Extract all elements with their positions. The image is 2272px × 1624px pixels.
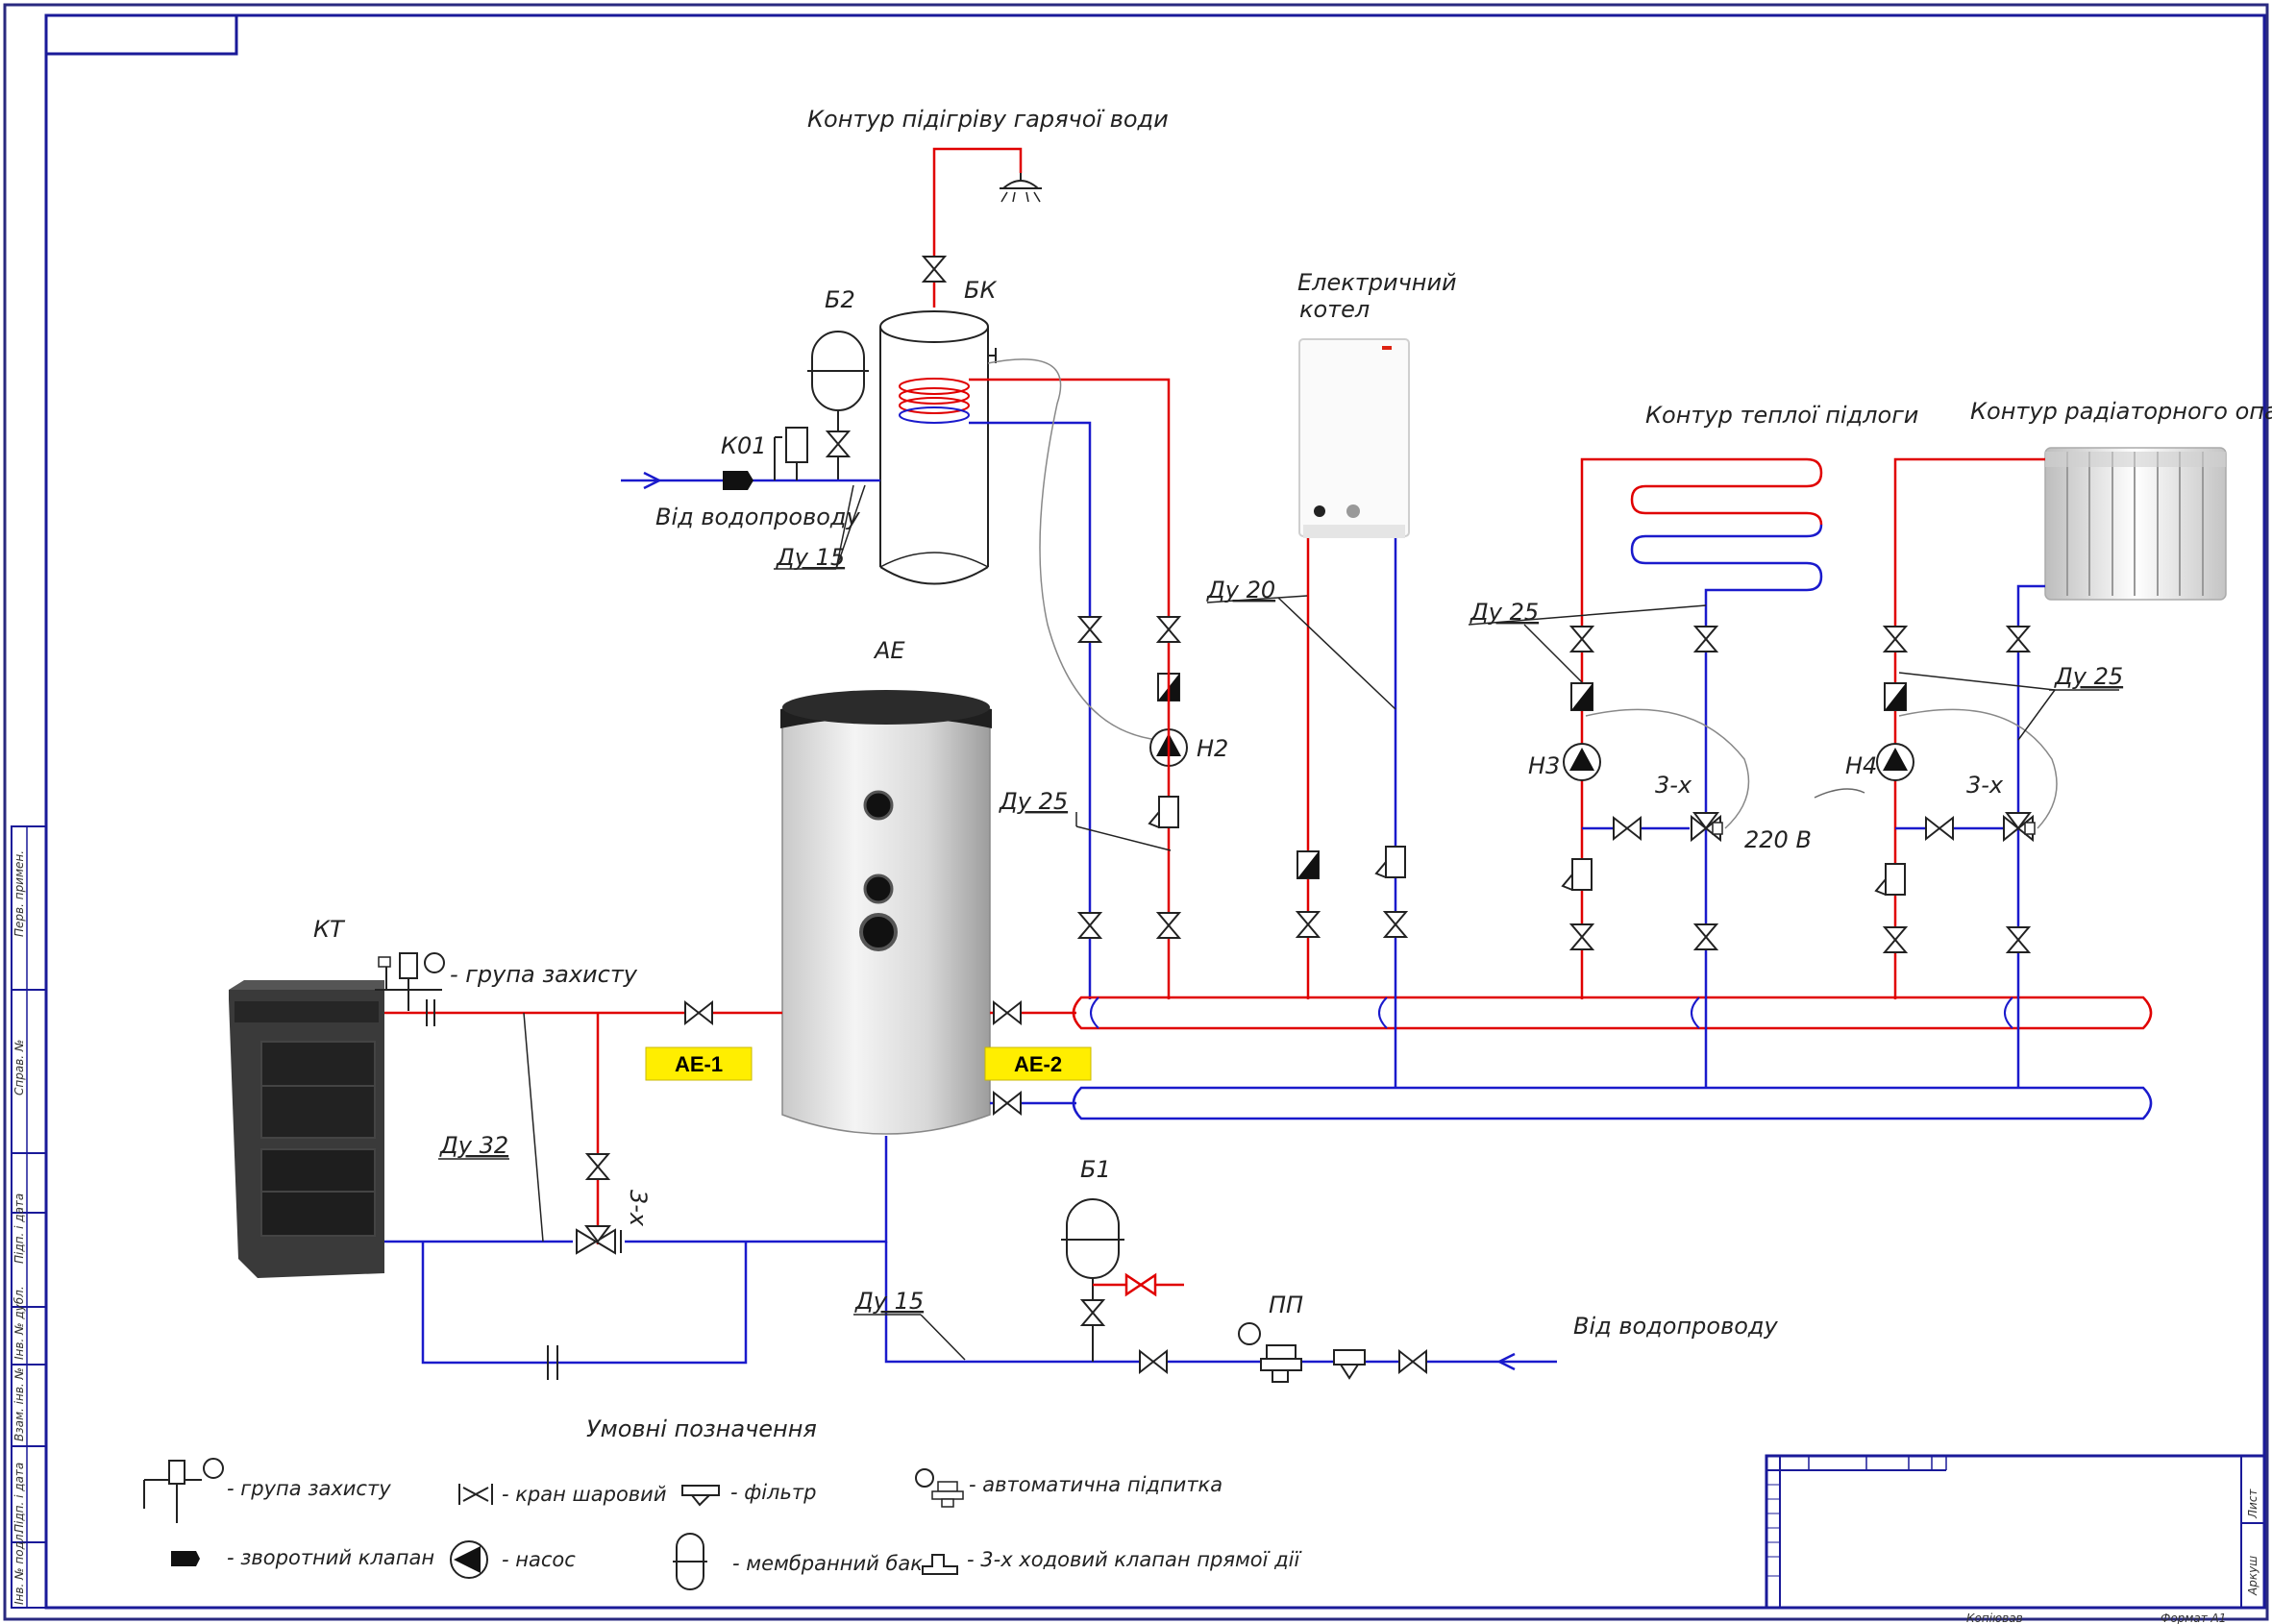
legend-protection-group-icon <box>143 1458 224 1523</box>
kt-label: КТ <box>313 916 346 943</box>
legend-protection-group: - група захисту <box>227 1477 391 1500</box>
ae-label: АЕ <box>873 637 905 664</box>
pump-h4 <box>1876 743 1914 781</box>
boiler-charge-branch: Н2 Ду 25 <box>999 616 1228 999</box>
title-sheet: Лист <box>2246 1489 2260 1519</box>
safety-valve-icon <box>774 427 808 480</box>
electric-boiler-label-2: котел <box>1299 296 1370 323</box>
from-water-supply-bottom-label: Від водопроводу <box>1573 1313 1778 1340</box>
protection-group <box>375 952 445 1011</box>
title-block: Копіював Формат А1 Лист Аркуш <box>1765 1454 2266 1624</box>
legend-check-valve-icon <box>171 1551 200 1566</box>
floor-heating-label: Контур теплої підлоги <box>1645 402 1918 429</box>
shower-icon <box>1000 173 1042 203</box>
legend-title: Умовні позначення <box>586 1415 817 1442</box>
floor-heating-circuit: Контур теплої підлоги Н3 3-х Ду 25 <box>1468 402 1918 1088</box>
three-way-label-1: 3-х <box>1655 772 1692 799</box>
check-valve-k01 <box>723 471 753 490</box>
h3-label: Н3 <box>1528 752 1560 779</box>
three-way-label-kt: 3-х <box>625 1190 652 1227</box>
ball-valve-hot-water <box>923 256 946 283</box>
legend-membrane-tank-icon <box>673 1533 707 1590</box>
title-sheet-word: Аркуш <box>2246 1556 2260 1596</box>
legend-three-way-valve: - 3-х ходовий клапан прямої дії <box>967 1548 1303 1571</box>
three-way-label-2: 3-х <box>1966 772 2004 799</box>
legend-pump-icon <box>450 1540 488 1579</box>
bk-label: БК <box>964 277 997 304</box>
v220-label: 220 В <box>1744 826 1812 853</box>
buffer-tank-ae: АЕ <box>780 637 992 1135</box>
ae2-tag: АЕ-2 <box>984 1046 1092 1081</box>
side-stamp-6: Підп. і дата <box>12 1463 26 1533</box>
supply-manifold <box>1072 996 2153 1030</box>
k01-label: К01 <box>721 432 767 459</box>
svg-text:АЕ-2: АЕ-2 <box>1014 1052 1062 1076</box>
radiator-circuit-label: Контур радіаторного опалення <box>1970 398 2272 425</box>
legend-filter: - фільтр <box>730 1481 816 1504</box>
side-stamp-3: Підп. і дата <box>12 1193 26 1264</box>
side-stamp-4: Інв. № дубл. <box>12 1286 26 1360</box>
legend-auto-makeup-icon <box>915 1468 964 1508</box>
pump-h3 <box>1563 743 1601 781</box>
du32-label: Ду 32 <box>439 1132 508 1159</box>
radiator-circuit: Контур радіаторного опалення Н4 3 <box>1744 398 2272 1088</box>
electric-boiler: Електричний котел <box>1297 269 1457 538</box>
hot-water-circuit-label: Контур підігріву гарячої води <box>807 106 1169 133</box>
title-copied: Копіював <box>1966 1612 2023 1624</box>
h4-label: Н4 <box>1845 752 1877 779</box>
legend: Умовні позначення - група захисту - кран… <box>143 1415 1303 1590</box>
legend-three-way-valve-icon <box>922 1554 958 1575</box>
legend-auto-makeup: - автоматична підпитка <box>969 1473 1222 1496</box>
svg-text:АЕ-1: АЕ-1 <box>675 1052 723 1076</box>
du15-top-label: Ду 15 <box>776 544 845 571</box>
electric-boiler-label-1: Електричний <box>1297 269 1457 296</box>
legend-filter-icon <box>681 1485 720 1507</box>
ae1-tag: АЕ-1 <box>645 1046 753 1081</box>
drawing-frame: Перв. примен. Справ. № Підп. і дата Інв.… <box>3 3 2269 1624</box>
side-stamp-7: Інв. № подл. <box>12 1531 26 1605</box>
b2-label: Б2 <box>825 286 855 313</box>
makeup-line: Від водопроводу ПП Б1 Ду 15 <box>853 1156 1778 1383</box>
radiator <box>2044 447 2227 601</box>
du25-left-label: Ду 25 <box>999 788 1068 815</box>
membrane-tank-b1: Б1 <box>1061 1156 1184 1362</box>
indirect-tank-bk <box>879 310 997 585</box>
solid-fuel-boiler-kt: КТ <box>229 916 384 1278</box>
du15-bottom-label: Ду 15 <box>854 1288 924 1315</box>
three-way-valve-h4 <box>2003 812 2036 843</box>
membrane-tank-b2: Б2 <box>807 286 869 480</box>
legend-ball-valve: - кран шаровий <box>502 1483 666 1506</box>
side-stamp-2: Справ. № <box>12 1040 26 1095</box>
three-way-valve-h3 <box>1691 812 1723 843</box>
legend-ball-valve-icon <box>458 1484 493 1505</box>
du20-label: Ду 20 <box>1206 577 1275 603</box>
protection-group-label: - група захисту <box>450 961 638 988</box>
legend-membrane-tank: - мембранний бак <box>732 1552 923 1575</box>
h2-label: Н2 <box>1197 735 1228 762</box>
legend-check-valve: - зворотний клапан <box>227 1546 434 1569</box>
side-stamp-5: Взам. інв. № <box>12 1367 26 1441</box>
b1-label: Б1 <box>1080 1156 1111 1183</box>
return-manifold <box>1072 1086 2153 1120</box>
legend-pump: - насос <box>502 1548 576 1571</box>
pp-label: ПП <box>1269 1292 1303 1318</box>
du25-right-label: Ду 25 <box>2054 663 2123 690</box>
title-format: Формат А1 <box>2161 1612 2226 1624</box>
from-water-supply-top-label: Від водопроводу <box>655 504 860 530</box>
three-way-valve-kt <box>576 1225 622 1255</box>
hot-water-circuit: Контур підігріву гарячої води БК <box>621 106 1171 999</box>
auto-makeup-valve-pp <box>1238 1322 1302 1383</box>
side-stamp-1: Перв. примен. <box>12 850 26 937</box>
